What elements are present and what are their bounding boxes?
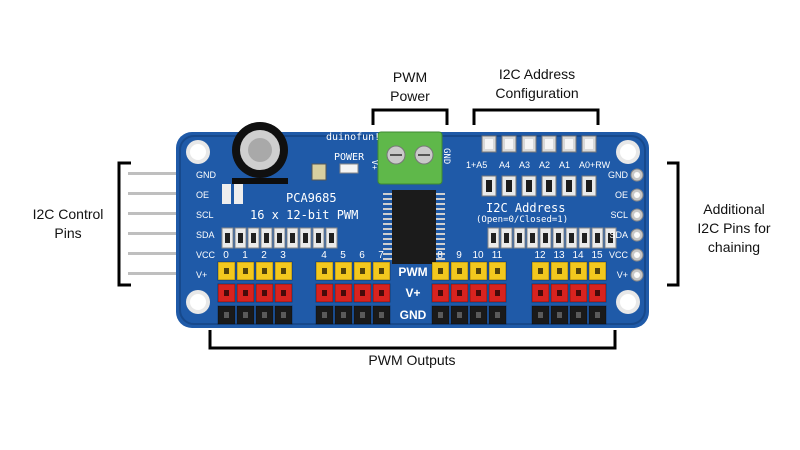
channel-label: 13: [553, 250, 565, 261]
left-pin-label: V+: [196, 270, 207, 280]
i2c-control-pins-line-2: Pins: [54, 225, 82, 241]
power-label: POWER: [334, 152, 365, 163]
header-row-label: V+: [405, 286, 420, 300]
i2c-control-pins-line-1: I2C Control: [32, 206, 104, 222]
right-pin-label: GND: [608, 170, 629, 180]
channel-label: 11: [492, 250, 503, 261]
channel-label: 0: [223, 250, 229, 261]
capacitor: [232, 122, 288, 184]
right-header-holes: [630, 168, 644, 282]
brand-text: duinofun!: [326, 132, 380, 143]
left-pin-label: SDA: [196, 230, 215, 240]
pwm-outputs-callout: PWM Outputs: [352, 351, 472, 370]
channel-label: 12: [534, 250, 546, 261]
pwm-output-headers: [217, 261, 607, 325]
power-screw-terminal: [377, 131, 443, 185]
header-row-labels: PWM V+ GND: [398, 265, 427, 322]
address-jumper-label: A4: [499, 160, 510, 170]
i2c-control-bracket: [117, 161, 131, 287]
address-jumper-label: A2: [539, 160, 550, 170]
left-pin-label: OE: [196, 190, 209, 200]
address-jumper-label: 1+A5: [466, 160, 487, 170]
address-jumper-label: A1: [559, 160, 570, 170]
terminal-vplus-label: V+: [370, 160, 379, 170]
additional-i2c-line-3: chaining: [707, 239, 761, 255]
i2c-address-config-line-2: Configuration: [495, 85, 579, 101]
channel-label: 5: [340, 250, 346, 261]
callout-brackets: [117, 108, 680, 350]
i2c-address-config-line-1: I2C Address: [498, 66, 576, 82]
left-pin-label: SCL: [196, 210, 214, 220]
address-text: I2C Address: [486, 201, 565, 215]
channel-label: 8: [437, 250, 443, 261]
address-jumper-label: A3: [519, 160, 530, 170]
terminal-gnd-label: GND: [441, 148, 451, 164]
resistor-arrays: [221, 227, 617, 249]
channel-label: 4: [321, 250, 327, 261]
silkscreen: duinofun! POWER V+ GND PCA9685 16 x 12-b…: [250, 132, 568, 225]
pwm-outputs-line-1: PWM Outputs: [368, 352, 456, 368]
channel-label: 10: [472, 250, 484, 261]
pwm-power-line-1: PWM: [392, 69, 428, 85]
header-row-label: PWM: [398, 265, 427, 279]
i2c-address-bracket: [472, 108, 600, 125]
additional-i2c-bracket: [667, 161, 680, 287]
right-pin-label: OE: [615, 190, 628, 200]
right-pin-labels: GND OE SCL SDA VCC V+: [608, 170, 629, 280]
right-pin-label: SDA: [609, 230, 628, 240]
channel-label: 15: [591, 250, 603, 261]
address-jumper-pads: [481, 135, 597, 153]
pwm-outputs-bracket: [208, 330, 617, 350]
left-pin-labels: GND OE SCL SDA VCC V+: [196, 170, 217, 280]
additional-i2c-line-2: I2C Pins for: [697, 220, 771, 236]
channel-label: 1: [242, 250, 248, 261]
i2c-address-config-callout: I2C Address Configuration: [474, 65, 600, 103]
address-resistors: [481, 175, 597, 197]
chip-name-text: PCA9685: [286, 191, 337, 205]
address-note: (Open=0/Closed=1): [476, 215, 568, 225]
header-row-label: GND: [400, 308, 427, 322]
channel-label: 6: [359, 250, 365, 261]
additional-i2c-callout: Additional I2C Pins for chaining: [682, 200, 786, 257]
right-pin-label: VCC: [609, 250, 629, 260]
pwm-power-callout: PWM Power: [376, 68, 444, 106]
left-pin-label: GND: [196, 170, 217, 180]
channel-label: 7: [378, 250, 384, 261]
channel-label: 3: [280, 250, 286, 261]
right-pin-label: V+: [617, 270, 628, 280]
pwm-power-bracket: [371, 108, 449, 125]
pca9685-chip: [383, 190, 445, 264]
i2c-control-pins-callout: I2C Control Pins: [22, 205, 114, 243]
address-jumper-labels: 1+A5 A4 A3 A2 A1 A0+RW: [466, 160, 611, 170]
channel-label: 14: [572, 250, 584, 261]
channel-label: 9: [456, 250, 462, 261]
additional-i2c-line-1: Additional: [703, 201, 765, 217]
mounting-holes: [186, 140, 640, 314]
right-pin-label: SCL: [610, 210, 628, 220]
power-led: [339, 163, 359, 174]
channel-label: 2: [261, 250, 267, 261]
address-jumper-label: A0+RW: [579, 160, 611, 170]
left-pin-label: VCC: [196, 250, 216, 260]
chip-desc-text: 16 x 12-bit PWM: [250, 208, 358, 222]
pwm-power-line-2: Power: [390, 88, 430, 104]
